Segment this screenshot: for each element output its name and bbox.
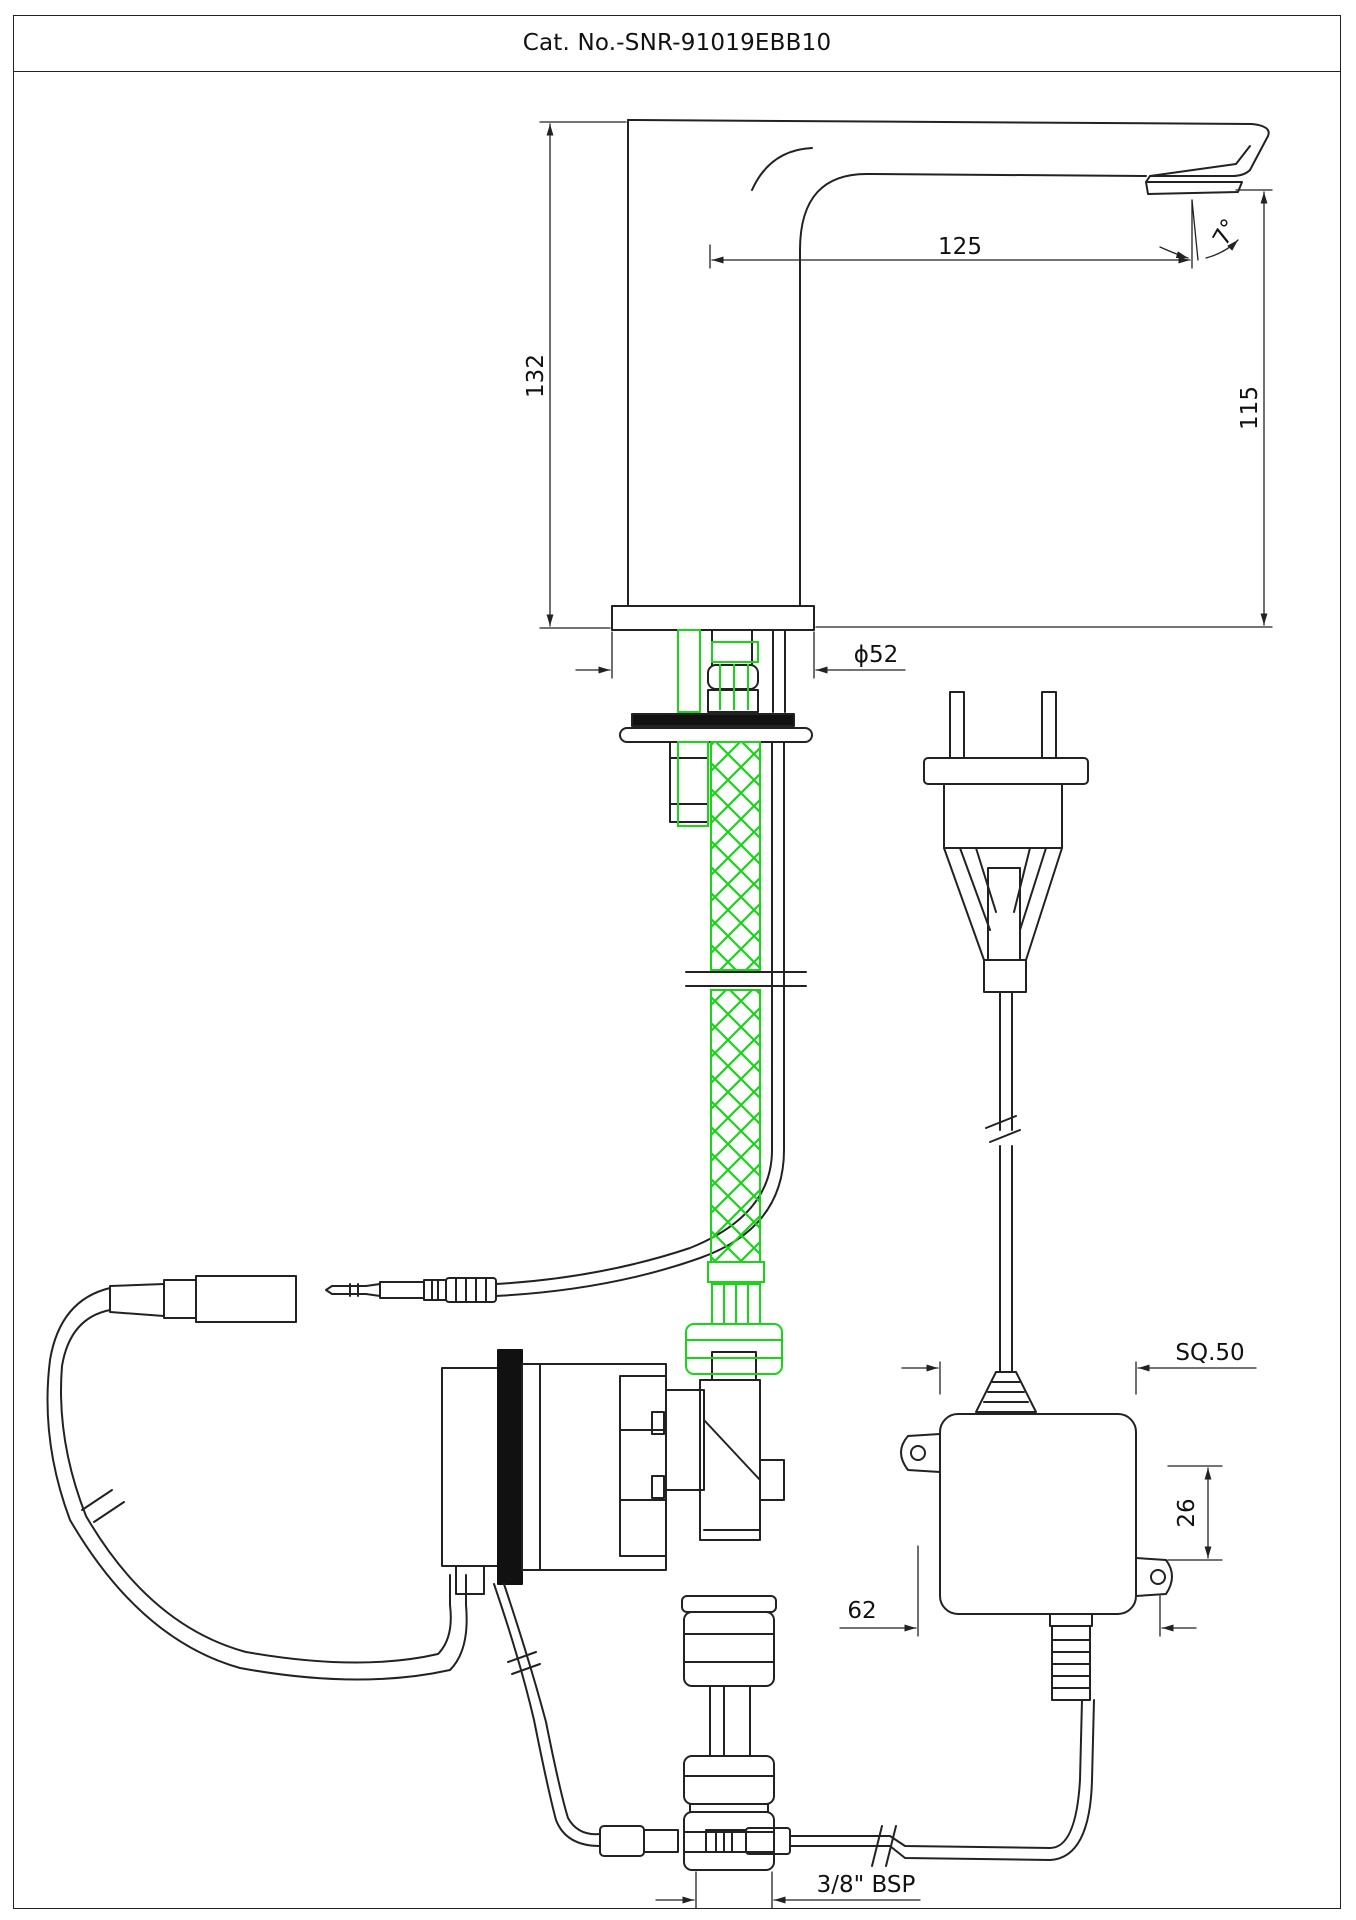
braided-hose <box>677 629 783 1375</box>
dimension-box-depth <box>1167 1465 1223 1561</box>
label-inlet-thread: 3/8" BSP <box>817 1872 916 1898</box>
inlet-fittings <box>681 1351 777 1871</box>
label-box-width: SQ.50 <box>1175 1340 1244 1366</box>
sensor-cable <box>495 741 807 1297</box>
drawing-frame <box>13 15 1341 1909</box>
dimension-spout-height <box>815 189 1273 628</box>
solenoid-valve <box>441 1349 785 1595</box>
solenoid-cable <box>493 1583 791 1857</box>
dimension-base-diameter <box>575 631 906 679</box>
dimension-overall-height <box>539 121 627 629</box>
dimension-inlet-thread <box>655 1871 921 1909</box>
label-overall-height: 132 <box>523 354 549 398</box>
dimension-box-width <box>901 1361 1257 1395</box>
catalog-number: Cat. No.-SNR-91019EBB10 <box>522 30 832 56</box>
label-spout-angle: 7° <box>1208 215 1244 251</box>
label-spout-height: 115 <box>1237 386 1263 430</box>
dimension-box-height <box>839 1545 1197 1637</box>
dimension-spout-reach <box>709 199 1239 269</box>
socket-connector <box>46 1275 468 1681</box>
title-block: Cat. No.-SNR-91019EBB10 <box>13 15 1341 72</box>
label-base-diameter: ϕ52 <box>854 642 898 668</box>
faucet-body <box>611 119 1270 631</box>
adapter-output-cable <box>789 1699 1095 1867</box>
control-box <box>900 1371 1173 1701</box>
power-plug <box>923 691 1089 1373</box>
jack-plug <box>325 1277 497 1303</box>
label-box-depth: 26 <box>1174 1498 1200 1527</box>
label-spout-reach: 125 <box>938 234 982 260</box>
label-box-height: 62 <box>847 1598 876 1624</box>
